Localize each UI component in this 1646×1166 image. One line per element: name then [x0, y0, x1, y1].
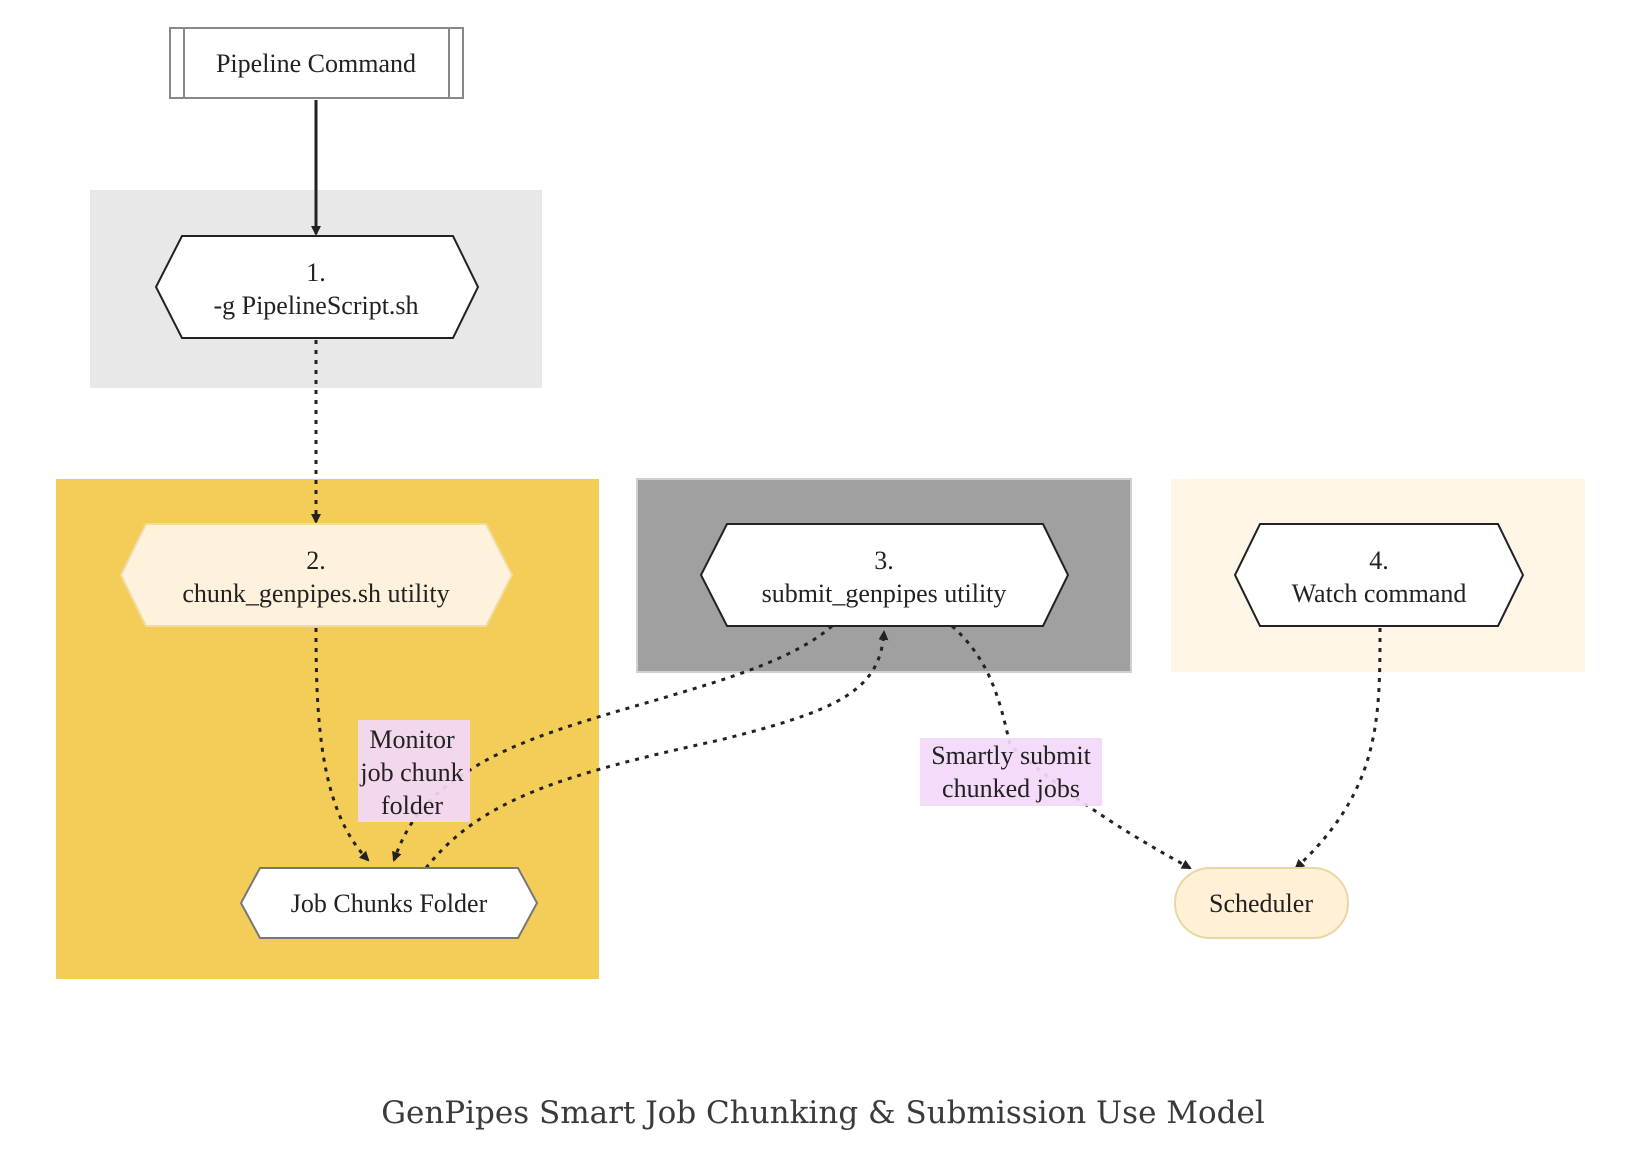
- diagram-caption: GenPipes Smart Job Chunking & Submission…: [381, 1095, 1265, 1131]
- node-step2-line2: chunk_genpipes.sh utility: [182, 579, 449, 608]
- node-pipeline-command-label: Pipeline Command: [216, 49, 416, 78]
- node-step3-line1: 3.: [874, 546, 894, 575]
- node-step4: 4. Watch command: [1233, 523, 1525, 627]
- node-step2-line1: 2.: [306, 546, 326, 575]
- node-pipeline-command: Pipeline Command: [169, 27, 464, 99]
- node-job-chunks-folder: Job Chunks Folder: [239, 867, 539, 939]
- edge-label-monitor-line3: folder: [381, 791, 443, 820]
- edge-label-submit: Smartly submit chunked jobs: [920, 738, 1102, 806]
- node-step4-line1: 4.: [1369, 546, 1389, 575]
- flow-diagram: Monitor job chunk folder Smartly submit …: [56, 27, 1585, 979]
- node-step4-line2: Watch command: [1292, 579, 1467, 608]
- node-step3-line2: submit_genpipes utility: [762, 579, 1007, 608]
- edge-step2-to-folder: [314, 627, 370, 862]
- node-step1: 1. -g PipelineScript.sh: [154, 235, 480, 339]
- node-job-chunks-folder-label: Job Chunks Folder: [291, 889, 488, 918]
- node-scheduler: Scheduler: [1174, 867, 1349, 939]
- node-step3: 3. submit_genpipes utility: [699, 523, 1070, 627]
- edge-label-monitor-line2: job chunk: [359, 758, 463, 787]
- edge-step3-to-folder-monitor: [392, 624, 833, 862]
- edge-label-monitor: Monitor job chunk folder: [358, 720, 470, 822]
- edge-label-submit-line2: chunked jobs: [942, 774, 1080, 803]
- edge-label-monitor-line1: Monitor: [369, 725, 455, 754]
- edge-label-submit-line1: Smartly submit: [931, 741, 1091, 770]
- node-step1-line1: 1.: [306, 258, 326, 287]
- edge-step4-to-scheduler: [1294, 627, 1382, 870]
- node-step2: 2. chunk_genpipes.sh utility: [119, 523, 514, 627]
- node-step1-line2: -g PipelineScript.sh: [213, 291, 418, 320]
- node-scheduler-label: Scheduler: [1209, 889, 1313, 918]
